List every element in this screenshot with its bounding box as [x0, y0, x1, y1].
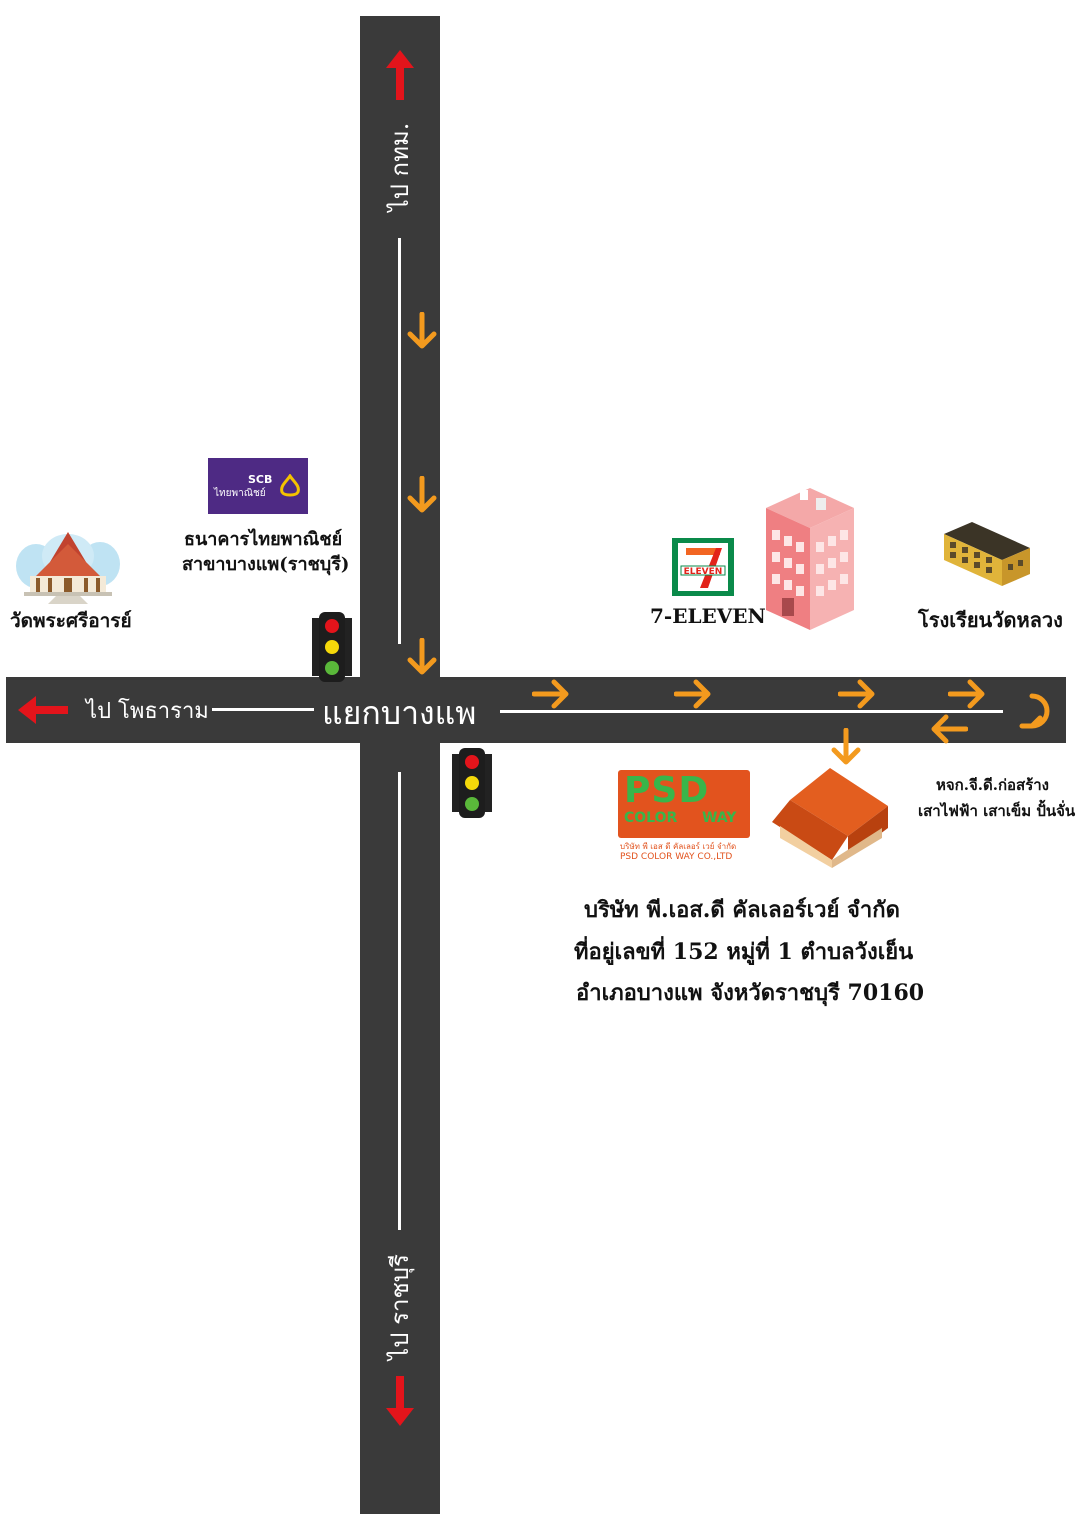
- lane-mark-north: [398, 238, 401, 644]
- traffic-light-icon: [452, 748, 492, 818]
- bank-label-line2: สาขาบางแพ(ราชบุรี): [182, 554, 350, 575]
- arrow-right-orange-icon: [532, 679, 569, 709]
- seven-eleven-logo: ELEVEN: [672, 538, 734, 596]
- direction-north-label: ไป กทม.: [386, 122, 414, 212]
- arrow-right-orange-icon: [674, 679, 711, 709]
- arrow-right-orange-icon: [948, 679, 985, 709]
- supplier-label-line1: หจก.จี.ดี.ก่อสร้าง: [936, 776, 1050, 794]
- scb-logo-thai: ไทยพาณิชย์: [214, 488, 266, 499]
- building-icon: [766, 488, 854, 630]
- company-building-icon: [772, 768, 888, 868]
- bank-label-line1: ธนาคารไทยพาณิชย์: [184, 529, 343, 550]
- scb-emblem-icon: [280, 474, 300, 497]
- scb-logo: SCB ไทยพาณิชย์: [208, 458, 308, 514]
- lane-mark-west: [212, 708, 314, 711]
- u-turn-orange-icon: [1019, 693, 1050, 729]
- psd-logo-way: WAY: [702, 810, 737, 826]
- traffic-light-icon: [312, 612, 352, 682]
- company-address-line1: ที่อยู่เลขที่ 152 หมู่ที่ 1 ตำบลวังเย็น: [574, 939, 914, 965]
- temple-label: วัดพระศรีอารย์: [10, 610, 132, 632]
- arrow-down-orange-icon: [407, 312, 437, 349]
- arrow-left-orange-icon: [931, 714, 968, 744]
- psd-logo-color: COLOR: [624, 810, 678, 826]
- psd-logo-english: PSD COLOR WAY CO.,LTD: [620, 852, 733, 862]
- arrow-down-orange-icon: [831, 728, 861, 765]
- arrow-up-red-icon: [386, 50, 414, 100]
- lane-mark-east: [500, 710, 1003, 713]
- company-name: บริษัท พี.เอส.ดี คัลเลอร์เวย์ จำกัด: [584, 897, 900, 923]
- psd-logo-banner: [618, 770, 750, 838]
- seven-eleven-logo-text: ELEVEN: [684, 567, 723, 577]
- direction-south-label: ไป ราชบุรี: [386, 1254, 414, 1360]
- psd-color-way-logo: PSD COLOR WAY บริษัท พี เอส ดี คัลเลอร์ …: [618, 770, 750, 866]
- supplier-label-line2: เสาไฟฟ้า เสาเข็ม ปั้นจั่น: [918, 802, 1076, 820]
- psd-logo-thai: บริษัท พี เอส ดี คัลเลอร์ เวย์ จำกัด: [620, 842, 737, 851]
- arrow-down-orange-icon: [407, 638, 437, 675]
- direction-west-label: ไป โพธาราม: [86, 699, 209, 724]
- arrow-down-orange-icon: [407, 476, 437, 513]
- arrow-left-red-icon: [18, 696, 68, 724]
- scb-logo-text: SCB: [248, 473, 273, 486]
- psd-logo-psd: PSD: [624, 770, 710, 811]
- temple-icon: [16, 532, 120, 604]
- arrow-right-orange-icon: [838, 679, 875, 709]
- lane-mark-south: [398, 772, 401, 1230]
- company-address-line2: อำเภอบางแพ จังหวัดราชบุรี 70160: [576, 980, 925, 1006]
- school-icon: [944, 522, 1030, 586]
- seven-eleven-label: 7-ELEVEN: [650, 604, 766, 628]
- intersection-label: แยกบางแพ: [322, 694, 477, 732]
- arrow-down-red-icon: [386, 1376, 414, 1426]
- school-label: โรงเรียนวัดหลวง: [918, 608, 1063, 632]
